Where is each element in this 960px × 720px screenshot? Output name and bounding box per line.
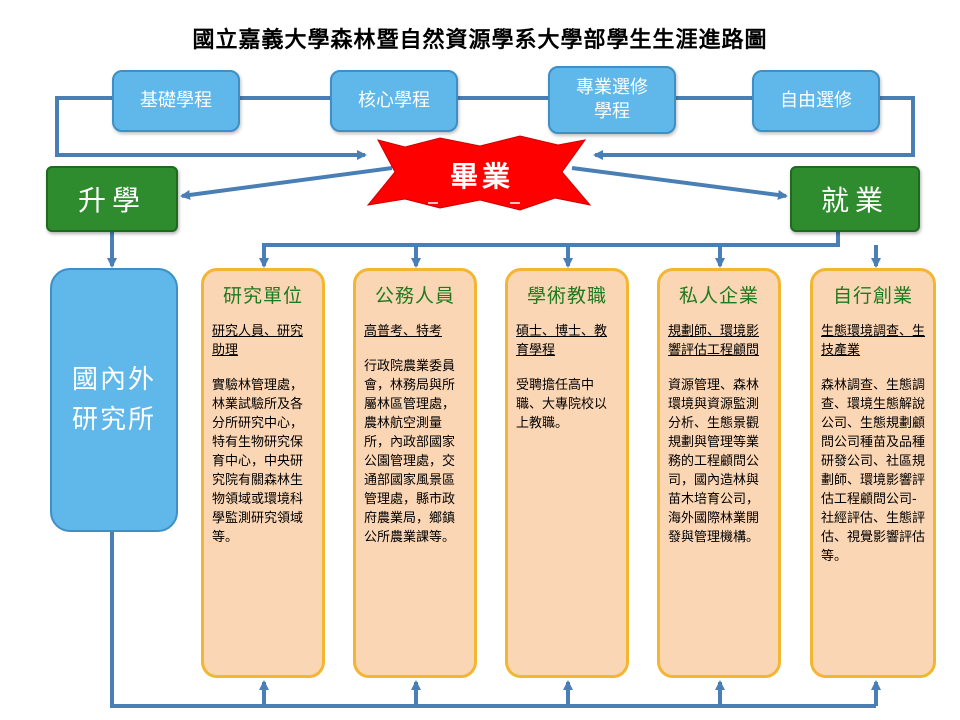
career-research: 研究單位 研究人員、研究助理 實驗林管理處，林業試驗所及各分所研究中心，特有生物… (201, 268, 325, 678)
career-description: 資源管理、森林環境與資源監測分析、生態景觀規劃與管理等業務的工程顧問公司，國內造… (668, 378, 760, 545)
career-subtitle: 規劃師、環境影響評估工程顧問 (668, 324, 760, 358)
career-title: 公務人員 (374, 285, 455, 307)
left-loop-arrow (55, 96, 367, 160)
course-basic: 基礎學程 (112, 70, 240, 132)
to-employment-arrow (571, 166, 788, 200)
career-title: 自行創業 (832, 285, 913, 307)
career-academic: 學術教職 碩士、博士、教育學程 受聘擔任高中職、大專院校以上教職。 (505, 268, 629, 678)
career-private-enterprise: 私人企業 規劃師、環境影響評估工程顧問 資源管理、森林環境與資源監測分析、生態景… (657, 268, 781, 678)
career-title: 研究單位 (222, 285, 303, 307)
career-title: 學術教職 (526, 285, 607, 307)
career-description: 森林調查、生態調查、環境生態解說公司、生態規劃顧問公司種苗及品種研發公司、社區規… (821, 378, 926, 564)
grad-school-bottom-line (110, 528, 876, 708)
course-free-elective: 自由選修 (752, 70, 880, 132)
career-entrepreneurship: 自行創業 生態環境調查、生技產業 森林調查、生態調查、環境生態解說公司、生態規劃… (810, 268, 936, 678)
career-title: 私人企業 (678, 285, 759, 307)
career-description: 受聘擔任高中職、大專院校以上教職。 (516, 378, 608, 431)
employment-branch-line (259, 230, 840, 268)
employment-box: 就業 (790, 166, 920, 232)
further-study-box: 升學 (46, 166, 178, 232)
course-professional-elective: 專業選修 學程 (548, 66, 676, 134)
career-subtitle: 高普考、特考 (364, 324, 443, 339)
career-subtitle: 碩士、博士、教育學程 (516, 324, 608, 358)
career-description: 實驗林管理處，林業試驗所及各分所研究中心，特有生物研究保育中心，中央研究院有關森… (212, 378, 304, 545)
page-title: 國立嘉義大學森林暨自然資源學系大學部學生生涯進路圖 (192, 28, 768, 53)
graduation-label: 畢業 (449, 160, 514, 193)
career-description: 行政院農業委員會，林務局與所屬林區管理處，農林航空測量所，內政部國家公園管理處，… (364, 359, 456, 545)
grad-school-box: 國內外 研究所 (50, 268, 178, 532)
to-further-study-arrow (180, 166, 393, 200)
right-loop-arrow (593, 96, 915, 160)
course-core: 核心學程 (330, 70, 458, 132)
career-civil-servant: 公務人員 高普考、特考 行政院農業委員會，林務局與所屬林區管理處，農林航空測量所… (353, 268, 477, 678)
career-subtitle: 生態環境調查、生技產業 (821, 324, 926, 358)
graduation-banner (366, 135, 592, 211)
career-subtitle: 研究人員、研究助理 (212, 324, 304, 358)
